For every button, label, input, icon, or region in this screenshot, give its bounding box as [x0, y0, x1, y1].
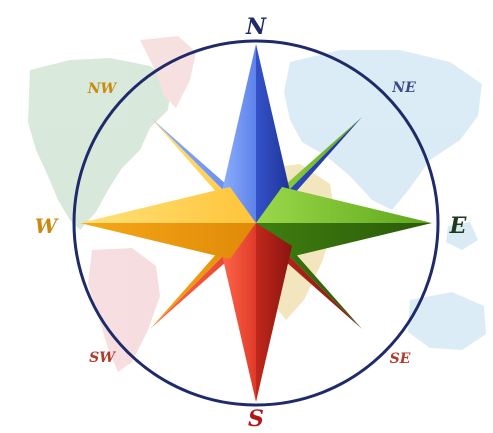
label-south: S [248, 406, 264, 432]
label-north-east: NE [391, 80, 416, 96]
label-south-east: SE [390, 351, 411, 367]
label-west: W [35, 214, 60, 238]
label-south-west: SW [89, 350, 116, 366]
label-east: E [449, 213, 468, 239]
label-north-west: NW [87, 81, 118, 97]
label-north: N [245, 14, 267, 40]
